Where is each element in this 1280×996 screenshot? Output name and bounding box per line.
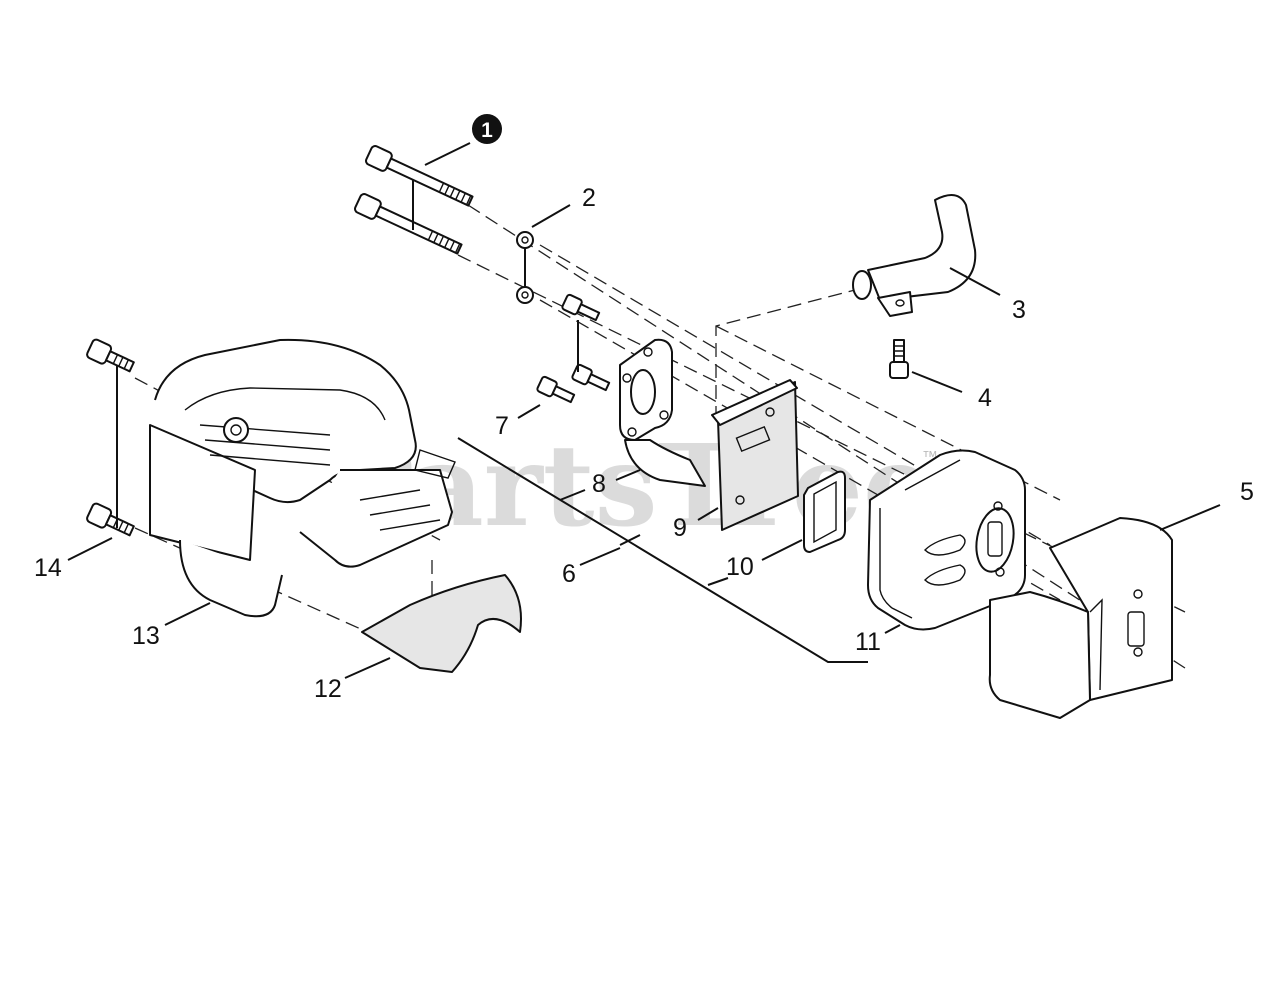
shroud-bolts[interactable]	[86, 338, 136, 540]
heat-shield-sheet[interactable]	[361, 574, 522, 673]
assembly-brackets	[457, 437, 868, 663]
callout-4[interactable]: 4	[978, 384, 992, 412]
engine-shroud[interactable]	[149, 338, 456, 618]
callout-1-label: 1	[481, 119, 493, 142]
callout-5[interactable]: 5	[1240, 478, 1254, 506]
long-bolts[interactable]	[354, 145, 475, 258]
callout-6[interactable]: 6	[562, 560, 576, 588]
bolt-upper	[365, 145, 474, 207]
exhaust-screw[interactable]	[889, 339, 909, 379]
callout-3[interactable]: 3	[1012, 296, 1026, 324]
callout-8[interactable]: 8	[592, 470, 606, 498]
bolt-lower	[354, 193, 463, 255]
washers[interactable]	[516, 231, 534, 304]
callout-9[interactable]: 9	[673, 514, 687, 542]
exhaust-plate[interactable]	[711, 379, 799, 531]
callout-labels: 1 2 3 4 5 6 7 8 9 10 11 12 13 14	[34, 114, 1254, 703]
callout-13[interactable]: 13	[132, 622, 160, 650]
callout-2[interactable]: 2	[582, 184, 596, 212]
callout-12[interactable]: 12	[314, 675, 342, 703]
callout-14[interactable]: 14	[34, 554, 62, 582]
gasket[interactable]	[803, 470, 846, 553]
callout-7[interactable]: 7	[495, 412, 509, 440]
muffler[interactable]	[867, 449, 1026, 631]
exhaust-elbow-pipe[interactable]	[852, 194, 977, 317]
exhaust-bracket[interactable]	[619, 338, 706, 487]
callout-leaders	[67, 142, 1221, 679]
callout-1[interactable]: 1	[472, 114, 502, 144]
callout-11[interactable]: 11	[855, 628, 881, 656]
muffler-cover[interactable]	[988, 517, 1173, 719]
small-screws[interactable]	[536, 293, 611, 406]
callout-10[interactable]: 10	[726, 553, 754, 581]
